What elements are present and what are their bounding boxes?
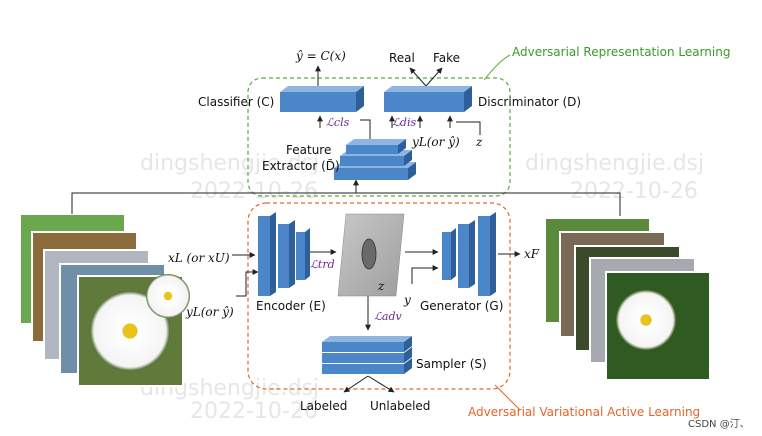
extractor-label: Extractor (D̃)	[262, 159, 340, 173]
real-label: Real	[389, 51, 415, 65]
discriminator-label: Discriminator (D)	[478, 95, 581, 109]
yl-or-yhat-left-label: yL(or ŷ)	[185, 305, 234, 319]
classifier-block	[280, 86, 364, 112]
z-noise-label: z	[475, 135, 483, 149]
unlabeled-label: Unlabeled	[370, 399, 430, 413]
arl-callout-line	[483, 54, 511, 81]
feature-label: Feature	[286, 143, 331, 157]
output-image-stack	[544, 217, 711, 381]
watermark: dingshengjie.dsj	[525, 151, 704, 176]
sampler-block	[322, 336, 412, 374]
loss-cls: ℒcls	[326, 116, 350, 129]
watermark: dingshengjie.dsj	[140, 151, 319, 176]
sampler-label: Sampler (S)	[416, 357, 487, 371]
xf-label: xF	[524, 247, 540, 261]
arl-box	[247, 77, 511, 197]
fake-label: Fake	[433, 51, 460, 65]
loss-trd: ℒtrd	[310, 258, 335, 271]
watermarks: dingshengjie.dsj 2022-10-26 dingshengjie…	[140, 151, 704, 424]
footer-credit: CSDN @汀、	[688, 418, 750, 430]
classifier-label: Classifier (C)	[198, 95, 274, 109]
loss-dis: ℒdis	[392, 116, 416, 129]
connectors	[71, 65, 621, 393]
discriminator-block	[384, 86, 472, 112]
avl-callout-line	[494, 384, 521, 411]
z-latent-label: z	[377, 279, 385, 293]
avl-title: Adversarial Variational Active Learning	[468, 405, 700, 419]
encoder-block	[258, 212, 310, 296]
loss-adv: ℒadv	[374, 310, 403, 323]
labeled-label: Labeled	[300, 399, 347, 413]
watermark: 2022-10-26	[190, 179, 318, 204]
latent-plane	[337, 213, 405, 297]
generator-block	[442, 212, 496, 296]
y-label: y	[403, 293, 411, 307]
encoder-label: Encoder (E)	[256, 299, 326, 313]
avl-box	[247, 202, 511, 390]
yl-or-yhat-top-label: yL(or ŷ)	[411, 135, 460, 149]
watermark: 2022-10-26	[570, 179, 698, 204]
input-image-stack	[19, 213, 190, 387]
feature-extractor-block	[334, 139, 416, 180]
xl-or-xu-label: xL (or xU)	[168, 251, 230, 265]
arl-title: Adversarial Representation Learning	[512, 45, 730, 59]
classifier-output-label: ŷ = C(x)	[295, 49, 346, 63]
watermark: 2022-10-26	[190, 399, 318, 424]
generator-label: Generator (G)	[420, 299, 503, 313]
